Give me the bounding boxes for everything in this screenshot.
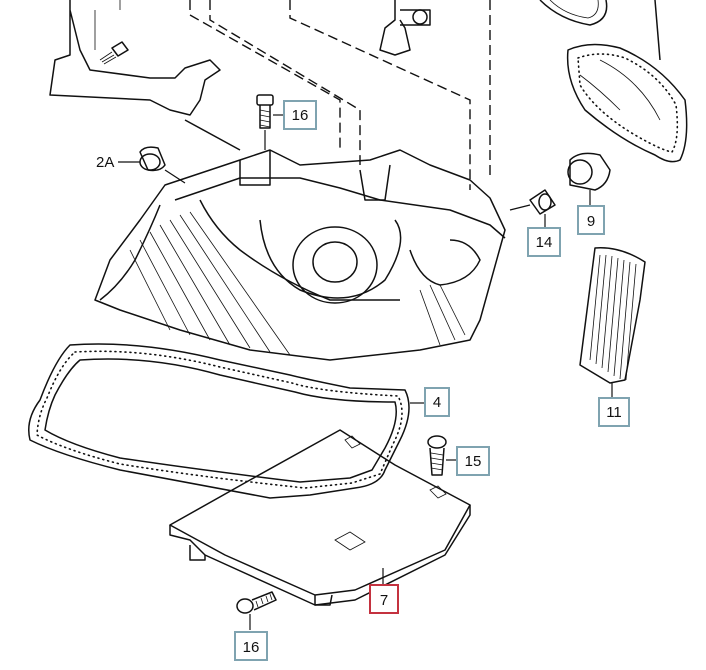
headlight-housing (94, 130, 506, 361)
bulb-14 (509, 189, 556, 228)
callout-7: 7 (369, 584, 399, 614)
grille-11 (579, 247, 646, 398)
grommet-2a (118, 146, 186, 184)
mounting-bracket (49, 0, 241, 151)
headlight-bulb-top (379, 0, 431, 56)
callout-14-label: 14 (536, 234, 553, 251)
screw-15 (427, 435, 457, 476)
callout-11: 11 (598, 397, 630, 427)
callout-16-bottom: 16 (234, 631, 268, 661)
callout-4: 4 (424, 387, 450, 417)
lens-gasket-4 (28, 343, 425, 499)
cover-plate-7 (169, 429, 471, 606)
screw-16-top (256, 94, 283, 129)
callout-7-label: 7 (380, 592, 388, 609)
rear-cover (539, 0, 688, 163)
callout-9-label: 9 (587, 213, 595, 230)
callout-15: 15 (456, 446, 490, 476)
screw-16-bottom (236, 591, 277, 630)
callout-9: 9 (577, 205, 605, 235)
callout-2a: 2A (96, 154, 114, 171)
callout-16-top: 16 (283, 100, 317, 130)
bulb-9 (567, 152, 611, 205)
callout-16-bottom-label: 16 (243, 639, 260, 656)
bracket-screw (99, 41, 129, 65)
callout-14: 14 (527, 227, 561, 257)
callout-11-label: 11 (606, 404, 622, 421)
callout-2a-label: 2A (96, 154, 114, 171)
callout-15-label: 15 (465, 453, 482, 470)
dashed-guide-lines (189, 0, 491, 190)
callout-16-top-label: 16 (292, 107, 309, 124)
callout-4-label: 4 (433, 394, 441, 411)
